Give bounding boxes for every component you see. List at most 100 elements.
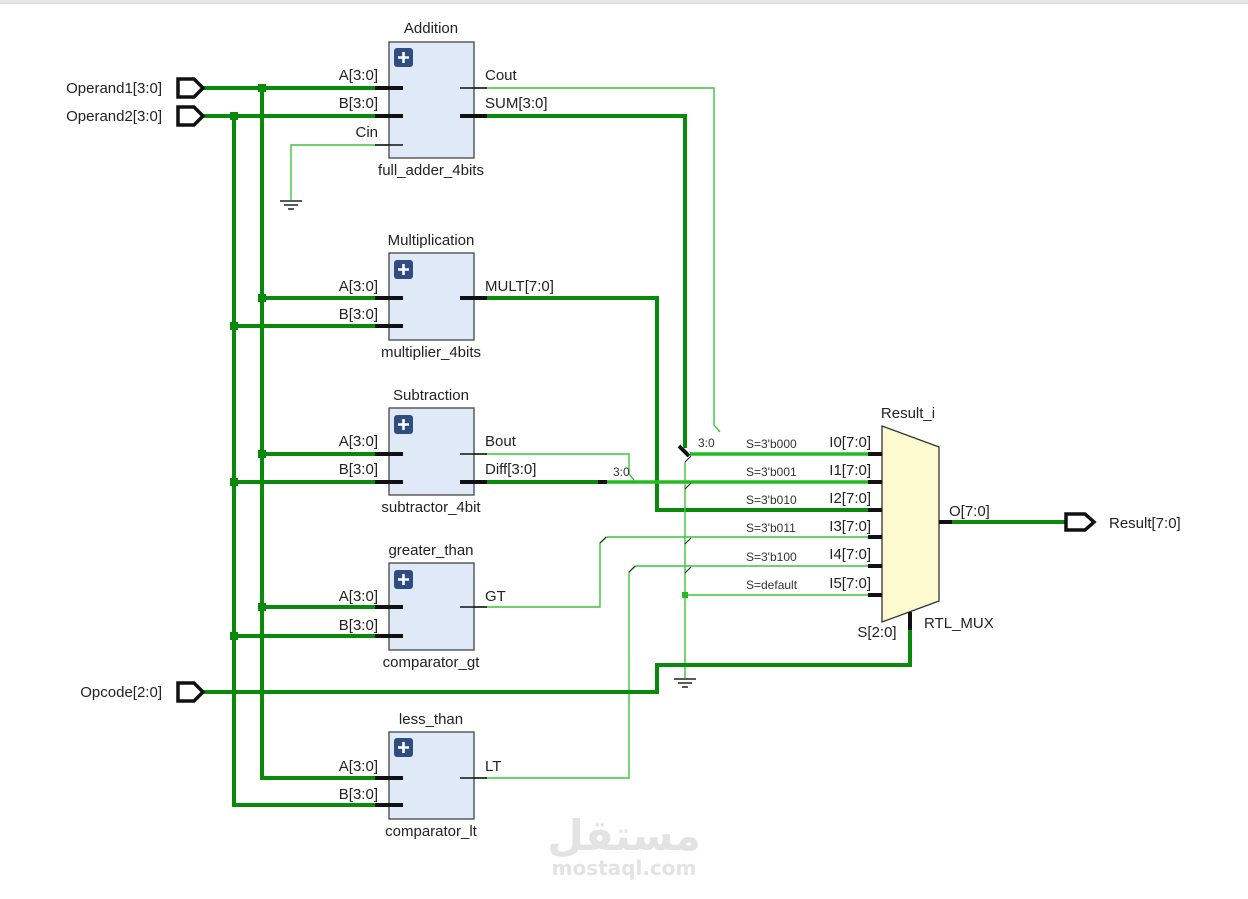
junction-dot (682, 592, 688, 598)
mux-select-label: S=3'b000 (746, 437, 797, 451)
mux-type-label: RTL_MUX (924, 615, 994, 632)
pin-label: A[3:0] (339, 588, 378, 605)
wires (203, 86, 1066, 807)
junction-dot (230, 478, 238, 486)
pin-label: B[3:0] (339, 306, 378, 323)
input-port-operand2[interactable]: Operand2[3:0] (66, 105, 206, 127)
mux-select-label: S=default (746, 578, 798, 592)
input-port-opcode[interactable]: Opcode[2:0] (80, 681, 206, 703)
block-module-name: full_adder_4bits (378, 162, 484, 179)
junction-dot (258, 84, 266, 92)
pin-label: Cout (485, 67, 518, 84)
input-port-operand1[interactable]: Operand1[3:0] (66, 77, 206, 99)
plus-icon[interactable] (394, 260, 413, 279)
block-addition[interactable]: Addition A[3:0] B[3:0] Cin Cout SUM[3:0]… (339, 20, 548, 179)
ripper-tick (684, 537, 692, 545)
pin-label: B[3:0] (339, 461, 378, 478)
cin-net[interactable] (290, 144, 403, 200)
junction-dot (230, 112, 238, 120)
pin-label: B[3:0] (339, 95, 378, 112)
bout-net[interactable] (460, 453, 635, 481)
block-module-name: comparator_gt (383, 654, 481, 671)
junction-dot (230, 322, 238, 330)
ripper-label-diff: 3:0 (613, 465, 630, 479)
pin-label: MULT[7:0] (485, 278, 554, 295)
mux-input-label: I5[7:0] (829, 575, 871, 592)
plus-icon[interactable] (394, 738, 413, 757)
block-module-name: subtractor_4bit (381, 499, 481, 516)
lt-net[interactable] (460, 565, 882, 779)
ripper-tick (684, 566, 692, 574)
watermark-logo: مستقل (547, 811, 701, 860)
block-instance-name: greater_than (388, 542, 473, 559)
plus-icon[interactable] (394, 48, 413, 67)
cout-net[interactable] (460, 87, 721, 433)
mux-select-pin-label: S[2:0] (857, 624, 896, 641)
block-instance-name: Multiplication (388, 232, 475, 249)
watermark-site: mostaql.com (552, 856, 697, 880)
pin-label: SUM[3:0] (485, 95, 548, 112)
input-port-icon (176, 77, 206, 99)
output-port-result[interactable]: Result[7:0] (1064, 512, 1181, 532)
mux-input-label: I3[7:0] (829, 518, 871, 535)
ripper-tick (599, 536, 607, 544)
junctions (230, 84, 688, 640)
pin-label: A[3:0] (339, 278, 378, 295)
output-port-icon (1064, 512, 1097, 532)
plus-icon[interactable] (394, 415, 413, 434)
mux-input-label: I2[7:0] (829, 490, 871, 507)
pin-label: A[3:0] (339, 67, 378, 84)
operand1-trunk[interactable] (260, 88, 403, 780)
ripper-sum (677, 444, 691, 458)
mux-select-label: S=3'b011 (746, 521, 796, 535)
input-port-icon (176, 105, 206, 127)
mux-result-i[interactable]: Result_i I0[7:0] I1[7:0] I2[7:0] I3[7:0]… (746, 405, 994, 641)
block-less-than[interactable]: less_than A[3:0] B[3:0] LT comparator_lt (339, 711, 502, 840)
pin-label: B[3:0] (339, 617, 378, 634)
mux-select-label: S=3'b001 (746, 465, 797, 479)
gt-net[interactable] (460, 536, 882, 608)
pin-label: Bout (485, 433, 517, 450)
pin-label: Diff[3:0] (485, 461, 536, 478)
mult-bus[interactable] (460, 296, 882, 512)
bus-rippers: 3:0 3:0 (598, 436, 715, 574)
top-border (0, 0, 1248, 4)
ripper-tick (684, 455, 692, 463)
mux-select-label: S=3'b100 (746, 550, 797, 564)
watermark: مستقل mostaql.com (547, 811, 701, 880)
block-subtraction[interactable]: Subtraction A[3:0] B[3:0] Bout Diff[3:0]… (339, 387, 537, 516)
mux-input-label: I0[7:0] (829, 434, 871, 451)
junction-dot (230, 632, 238, 640)
junction-dot (258, 603, 266, 611)
junction-dot (258, 450, 266, 458)
mux-output-label: O[7:0] (949, 503, 990, 520)
port-label: Operand2[3:0] (66, 108, 162, 125)
port-label: Opcode[2:0] (80, 684, 162, 701)
mux-select-label: S=3'b010 (746, 493, 797, 507)
sum-bus[interactable] (460, 114, 687, 448)
ground-icon (674, 678, 696, 688)
mux-input-label: I4[7:0] (829, 546, 871, 563)
pin-label: Cin (355, 124, 378, 141)
port-label: Result[7:0] (1109, 515, 1181, 532)
opcode-bus[interactable] (203, 630, 912, 694)
junction-dot (258, 294, 266, 302)
operand2-trunk[interactable] (232, 116, 403, 807)
ripper-diff (598, 480, 607, 484)
pin-label: A[3:0] (339, 758, 378, 775)
block-module-name: comparator_lt (385, 823, 478, 840)
block-multiplication[interactable]: Multiplication A[3:0] B[3:0] MULT[7:0] m… (339, 232, 554, 361)
pin-label: LT (485, 758, 501, 775)
plus-icon[interactable] (394, 570, 413, 589)
mux-body (881, 425, 940, 623)
ripper-tick (628, 565, 636, 573)
port-label: Operand1[3:0] (66, 80, 162, 97)
block-module-name: multiplier_4bits (381, 344, 481, 361)
block-instance-name: less_than (399, 711, 463, 728)
block-instance-name: Subtraction (393, 387, 469, 404)
block-greater-than[interactable]: greater_than A[3:0] B[3:0] GT comparator… (339, 542, 506, 671)
mux-input-label: I1[7:0] (829, 462, 871, 479)
mux-instance-name: Result_i (881, 405, 935, 422)
ground-icon (280, 200, 302, 210)
